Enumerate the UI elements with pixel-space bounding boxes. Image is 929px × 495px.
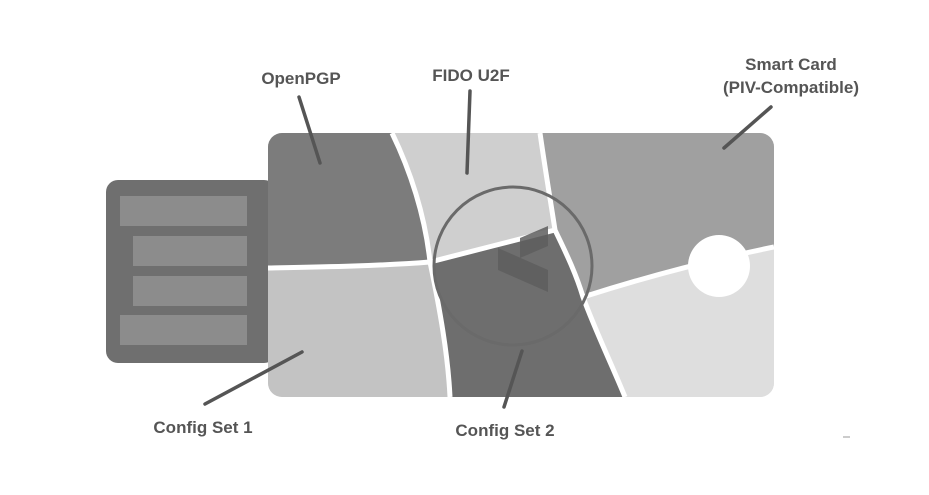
leader-line-openpgp	[297, 95, 322, 165]
yubikey-logo-icon	[498, 226, 548, 292]
touch-sensor-ring	[432, 185, 594, 347]
usb-contact	[120, 315, 247, 345]
leader-line-config2	[502, 349, 524, 409]
divider-line	[537, 133, 628, 397]
usb-connector	[106, 180, 276, 363]
region-openpgp	[268, 133, 430, 268]
leader-line-fido	[465, 89, 472, 175]
region-config-set-2	[430, 230, 625, 397]
divider-line	[582, 244, 774, 300]
label-config-set-1: Config Set 1	[153, 418, 252, 437]
keyring-hole	[688, 235, 750, 297]
region-config-set-1	[268, 262, 450, 397]
label-fido-u2f: FIDO U2F	[432, 66, 509, 85]
usb-contact	[133, 276, 247, 306]
label-smart-card: Smart Card	[745, 55, 837, 74]
leader-line-smartcard	[722, 105, 773, 150]
label-openpgp: OpenPGP	[261, 69, 340, 88]
leader-lines	[203, 89, 773, 409]
divider-line	[389, 133, 453, 397]
label-config-set-2: Config Set 2	[455, 421, 554, 440]
usb-contact	[133, 236, 247, 266]
leader-line-config1	[203, 350, 304, 406]
label-smart-card-subtitle: (PIV-Compatible)	[723, 78, 859, 97]
usb-contact	[120, 196, 247, 226]
